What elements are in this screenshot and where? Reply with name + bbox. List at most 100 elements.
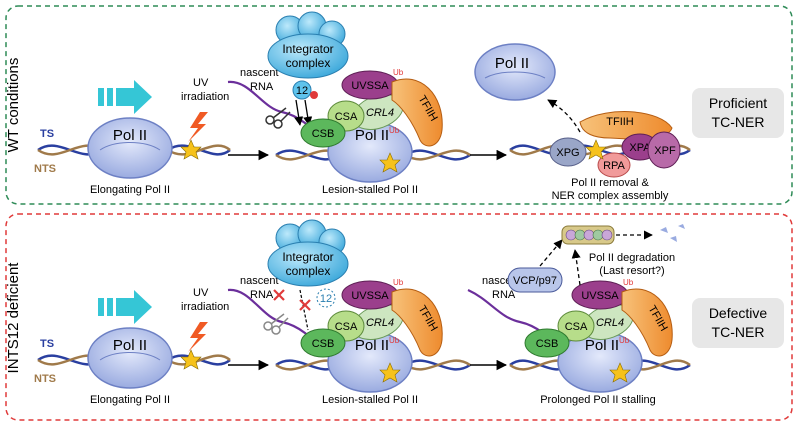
csb-label: CSB: [312, 128, 335, 140]
uv-label-2: irradiation: [181, 301, 229, 313]
release-arrow: [547, 99, 581, 133]
integrator-label: Integrator: [282, 42, 333, 56]
nascent-label: nascent: [240, 275, 279, 287]
scissors-icon: [265, 107, 291, 129]
ints12-dot: [310, 91, 318, 99]
xpf: [647, 131, 681, 169]
csb: [300, 328, 346, 358]
csb-label: CSB: [312, 338, 335, 350]
ints12-missing: [316, 288, 336, 308]
outcome-label: Defective: [709, 305, 768, 321]
outcome-label: Proficient: [709, 95, 767, 111]
csb: [524, 328, 570, 358]
vcp-p97: [507, 267, 563, 293]
nascent-label-2: RNA: [250, 81, 274, 93]
tfiih: [621, 288, 673, 357]
outcome-label-2: TC-NER: [712, 324, 765, 340]
crl4-label: CRL4: [366, 317, 394, 329]
panel-ints12: INTS12 deficient TS NTS Pol II Elongatin…: [5, 213, 793, 421]
released-pol-ii: Pol II: [474, 43, 556, 101]
side-label: WT conditions: [5, 58, 22, 153]
csb: [300, 118, 346, 148]
csa-label: CSA: [335, 321, 358, 333]
scissors-icon: [263, 313, 289, 335]
uv-label: UV: [193, 77, 209, 89]
uv-label-2: irradiation: [181, 91, 229, 103]
csa: [557, 310, 595, 342]
pol-ii-label: Pol II: [585, 337, 619, 354]
xpg: [549, 137, 587, 167]
caption-prolonged: Prolonged Pol II stalling: [540, 394, 656, 406]
ints12-label: 12: [296, 85, 308, 97]
tfiih: [391, 78, 443, 147]
proteasome-icon: [561, 225, 615, 245]
csa-label: CSA: [565, 321, 588, 333]
pol-ii-label: Pol II: [355, 337, 389, 354]
block-x-icon: [299, 299, 311, 311]
vcp-label: VCP/p97: [513, 275, 557, 287]
blocked-recruit-arrow: [299, 289, 309, 331]
ub-label: Ub: [393, 278, 404, 287]
ts-label: TS: [40, 338, 54, 350]
pol-ii-complex: Pol II: [87, 117, 173, 179]
integrator-label-2: complex: [286, 264, 331, 278]
block-x-icon: [273, 289, 285, 301]
integrator-complex: Integrator complex: [267, 219, 349, 287]
transcription-direction-arrow: [98, 290, 152, 324]
uv-label: UV: [193, 287, 209, 299]
ts-label: TS: [40, 128, 54, 140]
recruit-arrow: [294, 99, 304, 126]
pol-ii-label: Pol II: [355, 127, 389, 144]
xpf-label: XPF: [654, 145, 676, 157]
nts-label: NTS: [34, 163, 56, 175]
panel-wt-border: [5, 5, 793, 205]
lesion-star-icon: [379, 152, 401, 173]
caption-stalled: Lesion-stalled Pol II: [322, 394, 418, 406]
outcome-badge: Proficient TC-NER: [692, 88, 784, 138]
caption-elongating: Elongating Pol II: [90, 394, 170, 406]
integrator-label-2: complex: [286, 56, 331, 70]
ub-label: Ub: [393, 68, 404, 77]
lesion-star-icon: [609, 362, 631, 383]
rpa: [597, 152, 631, 178]
panel-wt: WT conditions TS NTS Pol II Elongating P…: [5, 5, 793, 205]
pol-ii-label: Pol II: [113, 127, 147, 144]
peptide-fragments-icon: [660, 224, 685, 242]
panel-ints12-border: [5, 213, 793, 421]
side-label: INTS12 deficient: [5, 262, 22, 374]
caption-removal: Pol II removal &: [571, 177, 649, 189]
lightning-icon: [188, 112, 208, 142]
transcription-direction-arrow: [98, 80, 152, 114]
ints12-label: 12: [320, 293, 332, 305]
nascent-label-2: RNA: [492, 289, 516, 301]
integrator-label: Integrator: [282, 250, 333, 264]
crl4-label: CRL4: [596, 317, 624, 329]
pol-ii-label: Pol II: [495, 55, 529, 72]
lesion-star-icon: [585, 139, 607, 160]
ints12-subunit: [292, 80, 312, 100]
ub-label: Ub: [623, 278, 634, 287]
nascent-label-2: RNA: [250, 289, 274, 301]
nts-label: NTS: [34, 373, 56, 385]
lesion-star-icon: [180, 349, 202, 370]
crl4-label: CRL4: [366, 107, 394, 119]
uvssa-label: UVSSA: [351, 290, 389, 302]
nascent-label: nascent: [240, 67, 279, 79]
lesion-star-icon: [379, 362, 401, 383]
xpg-label: XPG: [556, 147, 579, 159]
lightning-icon: [188, 322, 208, 352]
ub-label: Ub: [619, 336, 630, 345]
lesion-star-icon: [180, 139, 202, 160]
outcome-label-2: TC-NER: [712, 114, 765, 130]
caption-stalled: Lesion-stalled Pol II: [322, 184, 418, 196]
vcp-arrow: [539, 239, 563, 267]
degradation-label: Pol II degradation: [589, 252, 675, 264]
csa-label: CSA: [335, 111, 358, 123]
csb-label: CSB: [536, 338, 559, 350]
pol-ii-complex: Pol II: [557, 331, 643, 393]
uvssa-label: UVSSA: [351, 80, 389, 92]
tfiih: [391, 288, 443, 357]
integrator-complex: Integrator complex: [267, 11, 349, 79]
